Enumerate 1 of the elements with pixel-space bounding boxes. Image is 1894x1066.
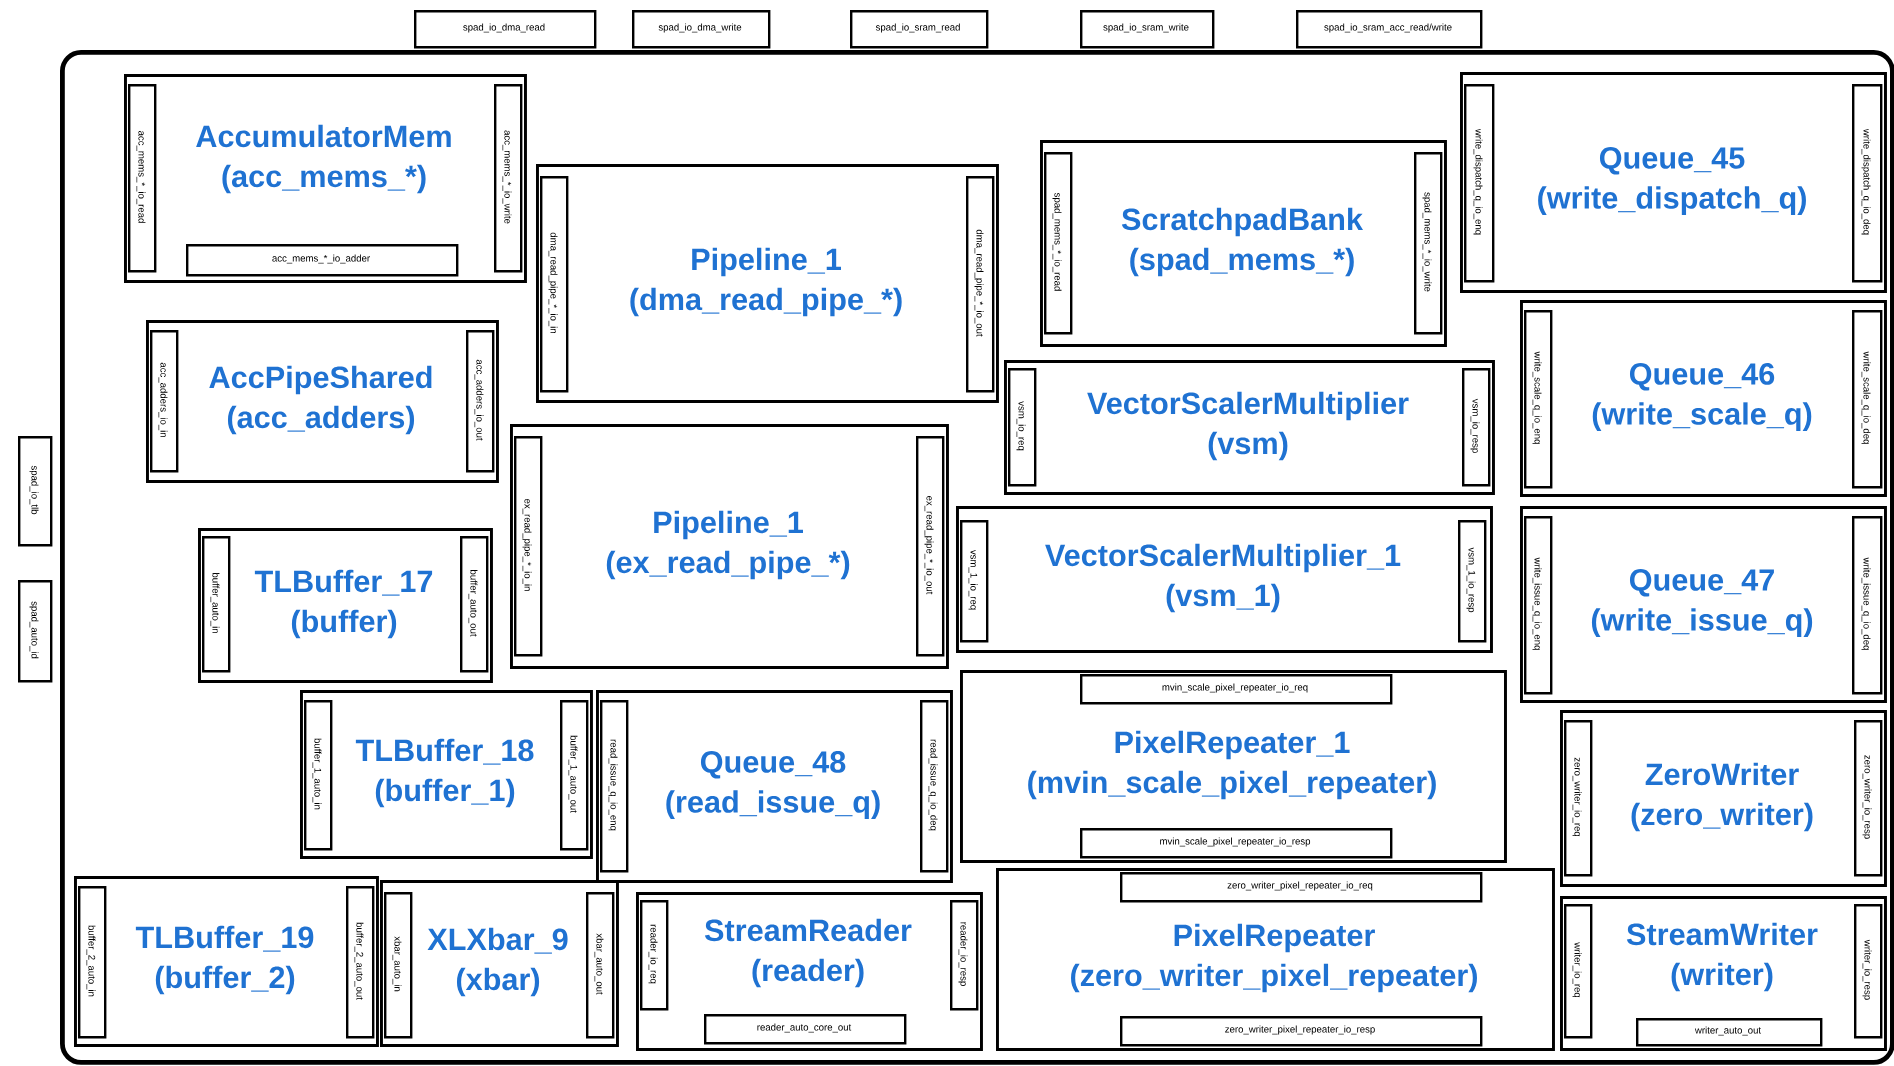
module-frame [60, 50, 1894, 1065]
